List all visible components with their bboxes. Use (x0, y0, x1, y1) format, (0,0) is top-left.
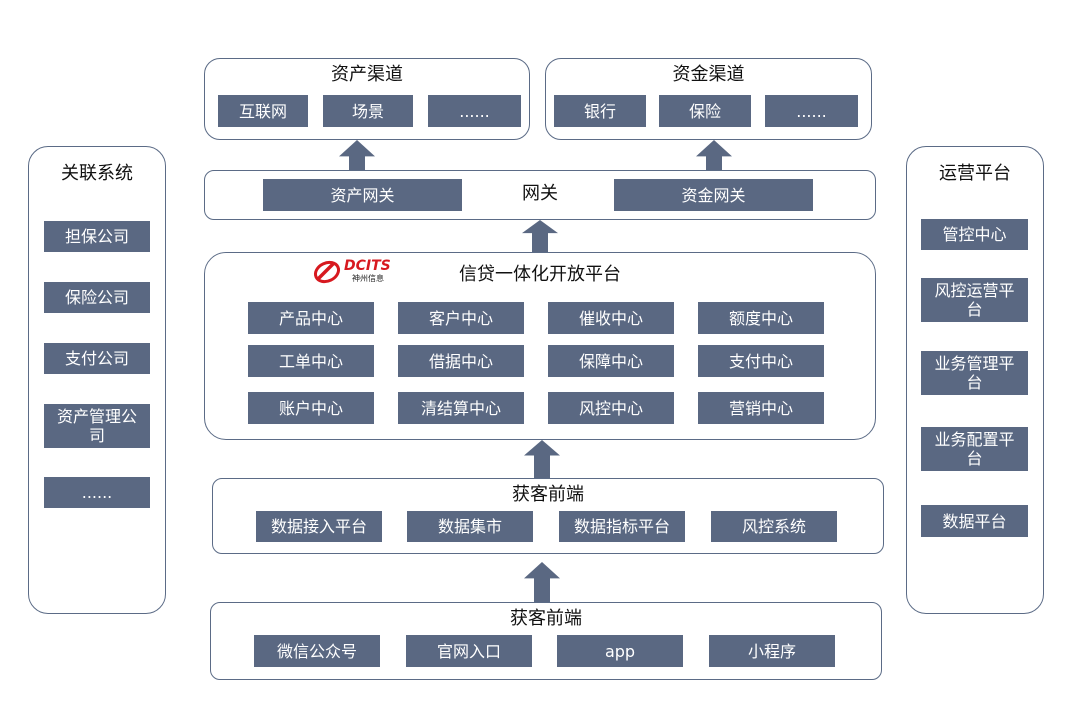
arrow-mid-to-platform (524, 440, 560, 478)
wechat-official-account: 微信公众号 (254, 635, 380, 667)
platform-panel: 信贷一体化开放平台 产品中心客户中心催收中心额度中心工单中心借据中心保障中心支付… (204, 252, 876, 440)
official-website-entry: 官网入口 (406, 635, 532, 667)
fund-channel-panel: 资金渠道 银行 保险 ...... (545, 58, 872, 140)
mini-program: 小程序 (709, 635, 835, 667)
ops-control-center: 管控中心 (921, 219, 1028, 250)
asset-gateway: 资产网关 (263, 179, 462, 211)
platform-module-5: 工单中心 (248, 345, 374, 377)
operations-platform-title: 运营平台 (939, 163, 1011, 184)
related-systems-title: 关联系统 (61, 163, 133, 184)
ops-data-platform: 数据平台 (921, 505, 1028, 537)
platform-module-8: 支付中心 (698, 345, 824, 377)
fund-channel-insurance: 保险 (659, 95, 751, 127)
platform-module-12: 营销中心 (698, 392, 824, 424)
related-payment-company: 支付公司 (44, 343, 150, 374)
data-mart: 数据集市 (407, 511, 533, 542)
dcits-logo-text: DCITS (344, 258, 391, 274)
operations-platform-panel: 运营平台 管控中心 风控运营平台 业务管理平台 业务配置平台 数据平台 (906, 146, 1044, 614)
platform-title: 信贷一体化开放平台 (459, 264, 621, 285)
related-systems-panel: 关联系统 担保公司 保险公司 支付公司 资产管理公司 ...... (28, 146, 166, 614)
related-asset-management-company: 资产管理公司 (44, 404, 150, 448)
gateway-panel: 资产网关 网关 资金网关 (204, 170, 876, 220)
dcits-logo: DCITS 神州信息 (312, 257, 402, 287)
related-insurance-company: 保险公司 (44, 282, 150, 313)
acquisition-front-title: 获客前端 (510, 608, 582, 629)
fund-channel-bank: 银行 (554, 95, 646, 127)
acquisition-front-panel: 获客前端 微信公众号 官网入口 app 小程序 (210, 602, 882, 680)
dcits-logo-subtext: 神州信息 (352, 274, 384, 283)
asset-channel-title: 资产渠道 (331, 64, 403, 85)
asset-channel-internet: 互联网 (218, 95, 308, 127)
platform-module-3: 催收中心 (548, 302, 674, 334)
arrow-front-to-mid (524, 562, 560, 602)
related-more: ...... (44, 477, 150, 508)
asset-channel-scenario: 场景 (323, 95, 413, 127)
asset-channel-more: ...... (428, 95, 521, 127)
related-guarantee-company: 担保公司 (44, 221, 150, 252)
data-access-platform: 数据接入平台 (256, 511, 382, 542)
fund-channel-more: ...... (765, 95, 858, 127)
ops-business-management-platform: 业务管理平台 (921, 351, 1028, 395)
acquisition-mid-title: 获客前端 (512, 484, 584, 505)
platform-module-9: 账户中心 (248, 392, 374, 424)
platform-module-11: 风控中心 (548, 392, 674, 424)
ops-business-config-platform: 业务配置平台 (921, 427, 1028, 471)
arrow-platform-to-gateway (522, 220, 558, 252)
risk-control-system: 风控系统 (711, 511, 837, 542)
acquisition-mid-panel: 获客前端 数据接入平台 数据集市 数据指标平台 风控系统 (212, 478, 884, 554)
platform-module-6: 借据中心 (398, 345, 524, 377)
data-metrics-platform: 数据指标平台 (559, 511, 685, 542)
platform-module-10: 清结算中心 (398, 392, 524, 424)
app-entry: app (557, 635, 683, 667)
platform-module-2: 客户中心 (398, 302, 524, 334)
fund-channel-title: 资金渠道 (672, 64, 745, 85)
platform-module-7: 保障中心 (548, 345, 674, 377)
dcits-logo-icon (313, 260, 341, 284)
platform-module-1: 产品中心 (248, 302, 374, 334)
ops-risk-operations-platform: 风控运营平台 (921, 278, 1028, 322)
fund-gateway: 资金网关 (614, 179, 813, 211)
platform-module-4: 额度中心 (698, 302, 824, 334)
asset-channel-panel: 资产渠道 互联网 场景 ...... (204, 58, 530, 140)
gateway-title: 网关 (522, 183, 558, 204)
